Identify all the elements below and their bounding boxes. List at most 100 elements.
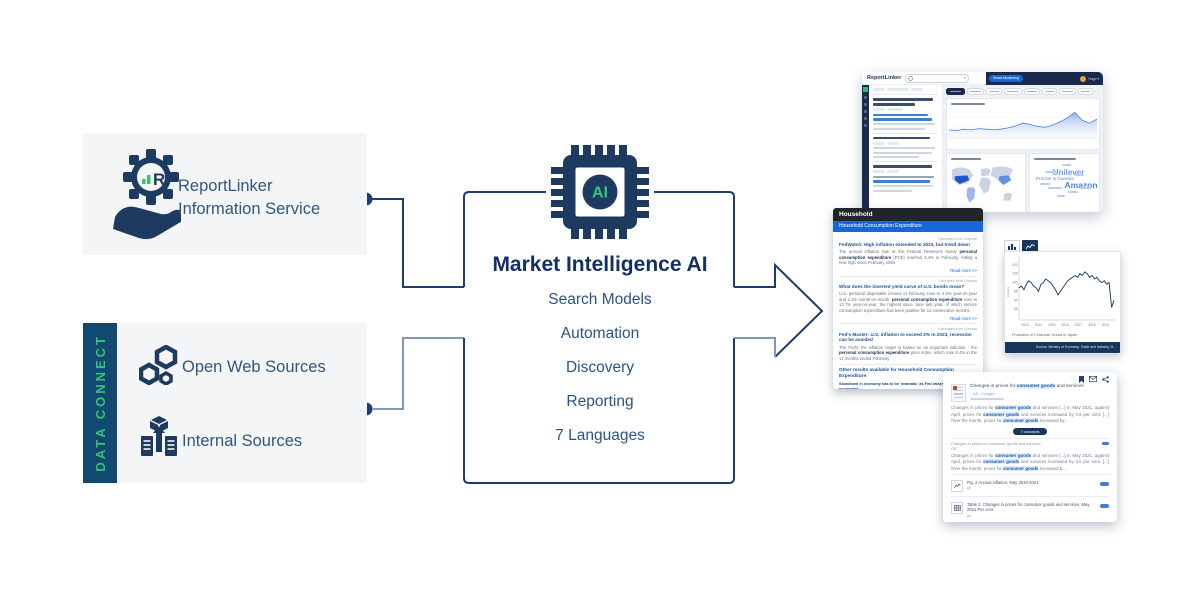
- result-title[interactable]: Changes in prices for consumer goods and…: [970, 384, 1084, 389]
- result-snippet: Changes in prices for consumer goods and…: [951, 405, 1110, 423]
- ai-chip-label: AI: [592, 185, 608, 202]
- word-skeleton: [1074, 173, 1084, 176]
- text-skeleton: [873, 136, 931, 140]
- smart-monitoring-button[interactable]: Smart Monitoring: [989, 75, 1023, 82]
- avatar[interactable]: [1080, 75, 1087, 82]
- map-region-us[interactable]: [954, 175, 970, 185]
- filter-pill[interactable]: [1059, 88, 1076, 95]
- sidebar-home-icon[interactable]: [863, 87, 869, 92]
- article-title: What does the inverted yield curve of U.…: [839, 284, 965, 290]
- filter-pill[interactable]: [1024, 88, 1040, 95]
- reportlinker-source-box: R ReportLinker Information Service: [83, 133, 367, 255]
- word-skeleton: [1039, 182, 1050, 185]
- dashboard-navbar-left: ReportLinker ▼: [862, 72, 986, 85]
- concepts-button[interactable]: 7 concepts: [1013, 427, 1047, 435]
- svg-text:2016: 2016: [1062, 323, 1069, 327]
- dashboard-main: Unilever Amazon Procter & Gamble: [943, 85, 1103, 212]
- text-skeleton: [873, 165, 932, 168]
- sidebar-icon[interactable]: [864, 96, 868, 99]
- data-connect-box: DATA CONNECT Open Web Sources: [83, 323, 367, 483]
- article-skeleton[interactable]: [873, 98, 938, 130]
- text-skeleton: [873, 88, 886, 91]
- svg-text:85: 85: [1014, 307, 1018, 311]
- text-skeleton: [873, 113, 929, 116]
- hand-gear-icon: R: [113, 149, 181, 240]
- user-menu[interactable]: Hugo ▾: [1088, 76, 1099, 81]
- table-row[interactable]: Table 2. Changes in prices for consumer …: [951, 500, 1109, 520]
- svg-text:110: 110: [1012, 263, 1017, 267]
- chart-title-skeleton: [951, 103, 985, 106]
- hand-icon: [113, 206, 181, 240]
- japan-ylabel: Indexes: [1006, 286, 1010, 297]
- document-thumbnail[interactable]: [951, 384, 966, 402]
- read-more-link[interactable]: Read more >>: [950, 268, 977, 274]
- table-title[interactable]: Table 2. Changes in prices for consumer …: [967, 501, 1090, 513]
- connector-top: [372, 198, 464, 288]
- translated-note: Translated from Chinese: [937, 326, 977, 331]
- text-skeleton: [887, 170, 900, 174]
- result-header[interactable]: Changes in prices for consumer goods and…: [951, 384, 1109, 402]
- secondary-or: OR: [951, 446, 957, 452]
- filter-pill[interactable]: [946, 88, 965, 95]
- map-region-cn[interactable]: [998, 175, 1012, 186]
- filter-pill[interactable]: [986, 88, 1002, 95]
- secondary-title: Changes in prices for consumer goods and…: [951, 441, 1041, 447]
- article-title: FedWatch: High inflation extended to 202…: [839, 242, 970, 247]
- filter-icon[interactable]: ▼: [963, 76, 967, 80]
- search-input[interactable]: ▼: [905, 73, 970, 83]
- svg-text:2014: 2014: [1035, 323, 1042, 327]
- open-web-sources-label: Open Web Sources: [182, 358, 326, 376]
- data-connect-label: DATA CONNECT: [92, 334, 108, 472]
- sidebar-icon[interactable]: [864, 110, 868, 113]
- sidebar-icon[interactable]: [864, 103, 868, 106]
- household-subheader: Household Consumption Expenditure: [833, 221, 983, 232]
- svg-text:105: 105: [1012, 272, 1018, 276]
- filter-pill[interactable]: [1042, 88, 1057, 95]
- text-skeleton: [873, 98, 933, 101]
- table-icon: [951, 501, 963, 514]
- svg-text:2015: 2015: [1048, 323, 1055, 327]
- arrow-outline-lower: [734, 337, 776, 357]
- text-skeleton: [873, 141, 886, 145]
- internal-sources-label: Internal Sources: [182, 432, 303, 450]
- wordcloud-word[interactable]: Amazon: [1064, 179, 1098, 190]
- filter-pill[interactable]: [967, 88, 984, 95]
- text-skeleton: [873, 175, 935, 178]
- household-header: Household: [833, 208, 983, 221]
- figure-title[interactable]: Fig. 2 Annual inflation, May 2019-2021: [967, 479, 1039, 485]
- read-more-link[interactable]: Read more >>: [950, 315, 977, 321]
- secondary-result: Changes in prices for consumer goods and…: [951, 441, 1109, 472]
- wordcloud-word[interactable]: Unilever: [1052, 167, 1085, 177]
- mail-icon[interactable]: [1089, 376, 1097, 382]
- sidebar-icon[interactable]: [864, 124, 868, 127]
- household-body: Translated from Chinese FedWatch: High i…: [833, 232, 983, 389]
- list-header-skeleton: [873, 88, 938, 91]
- search-result-card: Changes in prices for consumer goods and…: [943, 372, 1117, 522]
- word-skeleton: [1068, 191, 1079, 194]
- connector-bottom: [372, 337, 464, 410]
- article-skeleton[interactable]: [873, 136, 938, 159]
- reportlinker-logo[interactable]: ReportLinker: [867, 75, 902, 81]
- search-icon: [908, 75, 914, 81]
- market-intelligence-title: Market Intelligence AI: [492, 253, 708, 276]
- article-body: The annual inflation rate at the Federal…: [839, 249, 978, 266]
- wordcloud-word[interactable]: Procter & Gamble: [1035, 176, 1074, 182]
- other-results-link[interactable]: Slowdown in economy has to be 'dramatic'…: [839, 380, 971, 389]
- text-skeleton: [873, 147, 936, 150]
- filter-pill[interactable]: [1004, 88, 1022, 95]
- bookmark-icon[interactable]: [1079, 376, 1084, 383]
- map-region-sa[interactable]: [966, 187, 976, 203]
- article-skeleton[interactable]: [873, 165, 938, 192]
- feature-reporting: Reporting: [566, 393, 634, 410]
- figure-row[interactable]: Fig. 2 Annual inflation, May 2019-2021 g…: [951, 478, 1109, 494]
- result-actions: [951, 376, 1109, 383]
- text-skeleton: [873, 156, 919, 159]
- sidebar-icon[interactable]: [864, 117, 868, 120]
- article-body: U.S. personal disposable income in Febru…: [839, 291, 977, 314]
- share-icon[interactable]: [1102, 376, 1109, 383]
- text-skeleton: [873, 189, 913, 192]
- center-box-border-bottom: [463, 338, 735, 484]
- filter-pill[interactable]: [1078, 88, 1093, 95]
